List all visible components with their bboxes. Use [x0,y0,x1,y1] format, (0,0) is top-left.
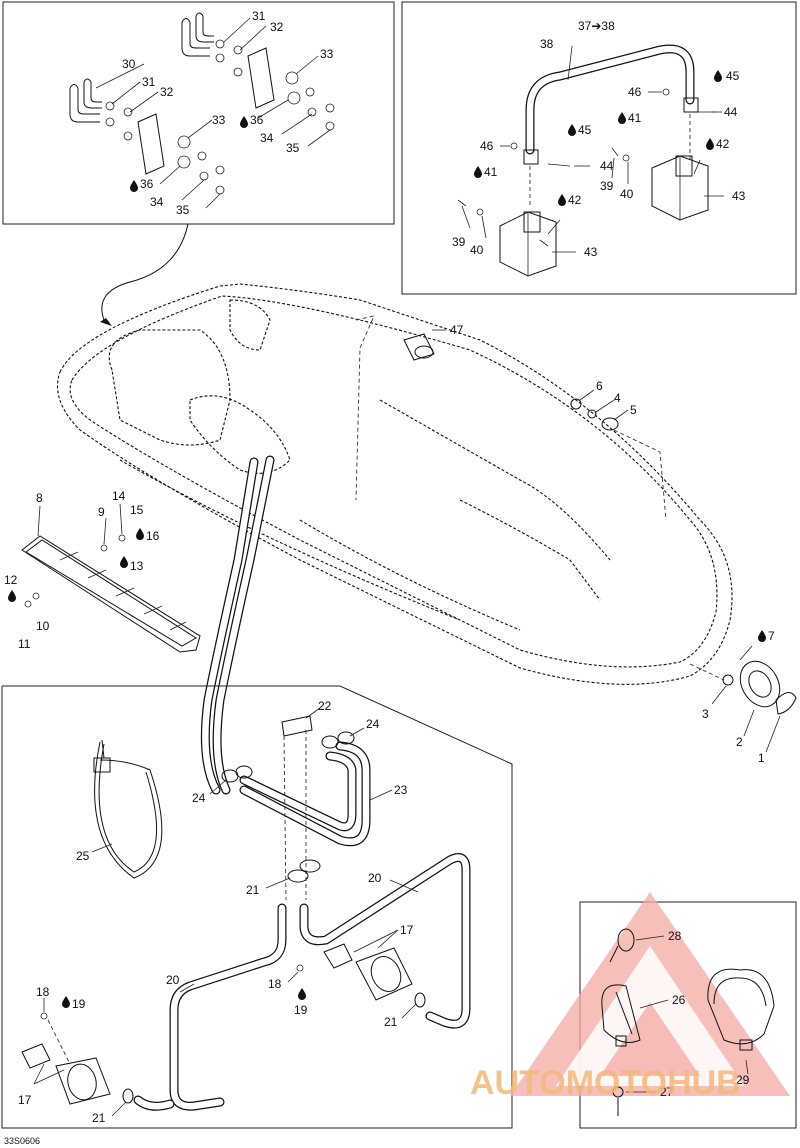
oil-drop-icon [706,138,714,150]
label-21: 21 [92,1111,106,1125]
label-4: 4 [614,391,621,405]
label-46: 46 [628,85,642,99]
label-26: 26 [672,993,686,1007]
part-47-fitting: 47 [403,323,464,361]
label-45: 45 [726,69,740,83]
label-15: 15 [130,503,144,517]
box-bottom-left: 25 23 24 24 22 21 20 2 [1,685,513,1129]
label-42: 42 [716,137,730,151]
oil-drop-icon [758,630,766,642]
label-3: 3 [702,707,709,721]
label-16: 16 [146,529,160,543]
label-25: 25 [76,849,90,863]
label-7: 7 [768,629,775,643]
label-23: 23 [394,783,408,797]
oil-drop-icon [130,180,138,192]
label-34: 34 [150,195,164,209]
label-1: 1 [758,751,765,765]
label-32: 32 [160,85,174,99]
label-29: 29 [736,1073,750,1087]
oil-drop-icon [8,590,16,602]
label-35: 35 [286,141,300,155]
label-47: 47 [450,323,464,337]
label-43: 43 [732,189,746,203]
hull-illustration [56,283,733,795]
oil-drop-icon [558,194,566,206]
diagram-code: 33S0606 [4,1136,40,1146]
oil-drop-icon [120,556,128,568]
parts-4-5-6: 6 4 5 [570,379,637,431]
label-24: 24 [366,717,380,731]
label-17: 17 [18,1093,32,1107]
label-44: 44 [724,105,738,119]
oil-drop-icon [240,116,248,128]
label-40: 40 [620,187,634,201]
oil-drop-icon [298,988,306,1000]
watermark-text: AUTOMOTOHUB [470,1064,741,1102]
callout-arrow [101,223,189,321]
label-8: 8 [36,491,43,505]
label-18: 18 [268,977,282,991]
label-27: 27 [660,1085,674,1099]
label-41: 41 [628,111,642,125]
parts-8-16-grate: 8 9 14 15 16 13 12 10 11 [4,489,201,653]
parts-1-2-3-7: 7 3 2 1 [689,629,797,765]
label-33: 33 [320,47,334,61]
label-32: 32 [270,20,284,34]
label-35: 35 [176,203,190,217]
label-36: 36 [140,177,154,191]
label-31: 31 [252,9,266,23]
label-41: 41 [484,165,498,179]
label-19: 19 [72,997,86,1011]
label-36: 36 [250,113,264,127]
box-bottom-right: 28 26 29 27 [510,892,797,1129]
box-top-right: 37➔38 38 46 45 44 46 45 44 41 42 39 40 4… [401,1,797,295]
label-31: 31 [142,75,156,89]
label-43: 43 [584,245,598,259]
label-46: 46 [480,139,494,153]
label-21: 21 [384,1015,398,1029]
label-14: 14 [112,489,126,503]
label-33: 33 [212,113,226,127]
label-22: 22 [318,699,332,713]
label-19: 19 [294,1003,308,1017]
label-9: 9 [98,505,105,519]
oil-drop-icon [618,112,626,124]
label-30: 30 [122,57,136,71]
label-39: 39 [452,235,466,249]
label-17: 17 [400,923,414,937]
label-28: 28 [668,929,682,943]
oil-drop-icon [136,528,144,540]
label-38: 38 [540,37,554,51]
label-42: 42 [568,193,582,207]
label-39: 39 [600,179,614,193]
label-45: 45 [578,123,592,137]
oil-drop-icon [714,70,722,82]
label-11: 11 [18,637,31,651]
label-2: 2 [736,735,743,749]
label-20: 20 [166,973,180,987]
label-10: 10 [36,619,50,633]
label-37-38: 37➔38 [578,19,615,33]
label-12: 12 [4,573,18,587]
oil-drop-icon [568,124,576,136]
label-40: 40 [470,243,484,257]
box-top-left: 31 32 33 30 31 32 36 34 35 33 36 34 35 [2,1,395,225]
label-18: 18 [36,985,50,999]
label-44: 44 [600,159,614,173]
label-6: 6 [596,379,603,393]
label-20: 20 [368,871,382,885]
label-34: 34 [260,131,274,145]
label-21: 21 [246,883,260,897]
label-13: 13 [130,559,144,573]
oil-drop-icon [62,996,70,1008]
oil-drop-icon [474,166,482,178]
label-24: 24 [192,791,206,805]
label-5: 5 [630,403,637,417]
